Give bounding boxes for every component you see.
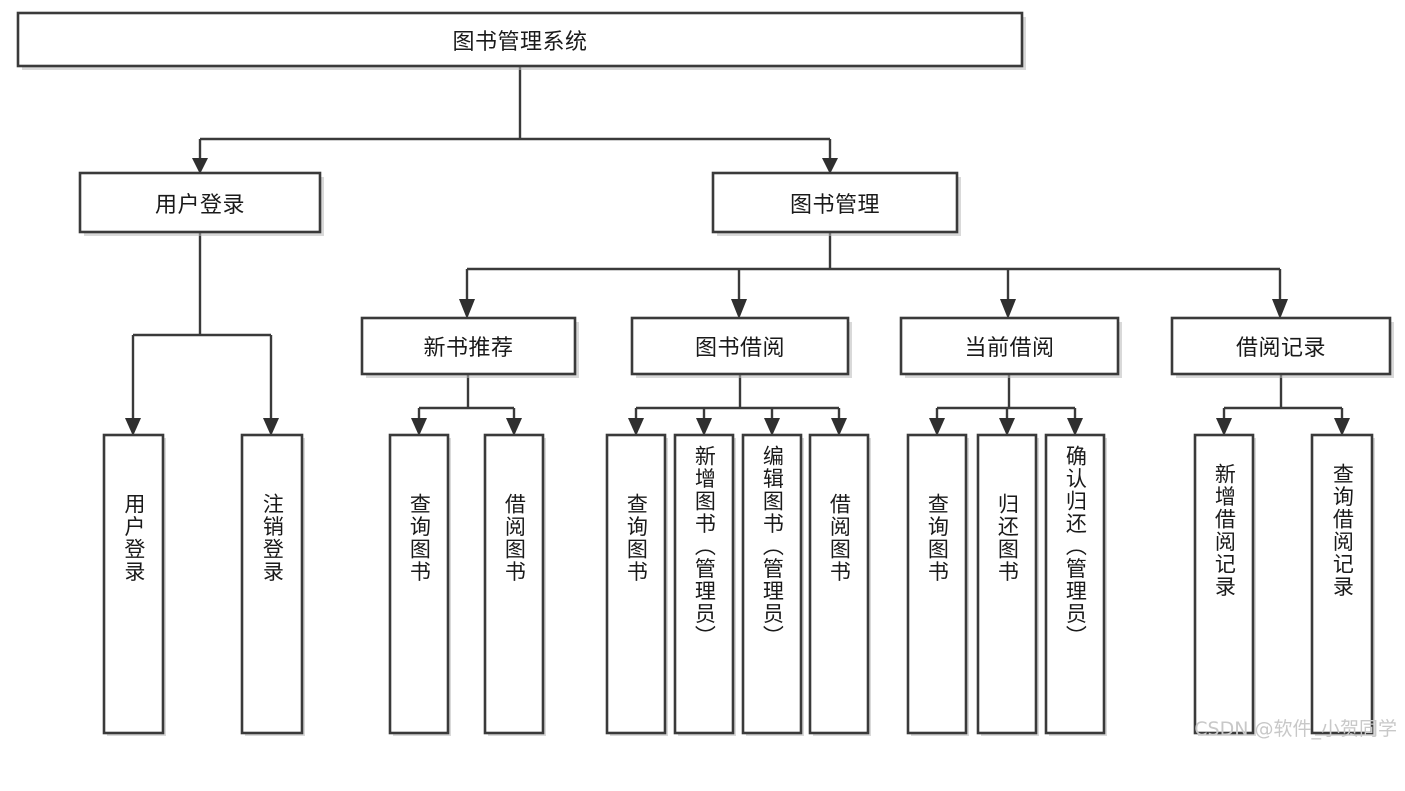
arrow-head-icon (822, 158, 838, 174)
arrow-head-icon (1067, 418, 1083, 436)
leaf-node[interactable] (240, 433, 304, 735)
arrow-head-icon (125, 418, 141, 436)
arrow-head-icon (263, 418, 279, 436)
arrow-head-icon (1334, 418, 1350, 436)
node-book-management[interactable] (711, 171, 959, 234)
arrow-head-icon (1000, 299, 1016, 319)
leaf-node[interactable] (673, 433, 735, 735)
leaf-node[interactable] (741, 433, 803, 735)
arrow-head-icon (192, 158, 208, 174)
watermark-text: CSDN @软件_小贺同学 (1194, 718, 1397, 740)
arrow-head-icon (929, 418, 945, 436)
diagram-canvas (16, 11, 1394, 736)
node-current-borrow[interactable] (899, 316, 1120, 376)
functional-structure-diagram: 图书管理系统 用户登录 图书管理 新书推荐 图书借阅 当前借阅 借阅记录 用户登… (16, 11, 1397, 740)
arrow-head-icon (831, 418, 847, 436)
arrow-head-icon (628, 418, 644, 436)
leaf-node[interactable] (808, 433, 870, 735)
node-layer (16, 11, 1394, 736)
node-book-borrow[interactable] (630, 316, 850, 376)
node-root[interactable] (16, 11, 1024, 68)
connector-layer (125, 66, 1350, 436)
leaf-node[interactable] (483, 433, 545, 735)
node-user-login[interactable] (78, 171, 322, 234)
leaf-node[interactable] (1310, 433, 1374, 735)
leaf-node[interactable] (906, 433, 968, 735)
leaf-node[interactable] (388, 433, 450, 735)
arrow-head-icon (999, 418, 1015, 436)
arrow-head-icon (411, 418, 427, 436)
arrow-head-icon (506, 418, 522, 436)
arrow-head-icon (696, 418, 712, 436)
arrow-head-icon (459, 299, 475, 319)
arrow-head-icon (764, 418, 780, 436)
leaf-node[interactable] (1044, 433, 1106, 735)
leaf-node[interactable] (102, 433, 165, 735)
arrow-head-icon (1216, 418, 1232, 436)
node-borrow-record[interactable] (1170, 316, 1392, 376)
node-new-book-recommend[interactable] (360, 316, 577, 376)
arrow-head-icon (1272, 299, 1288, 319)
arrow-head-icon (731, 299, 747, 319)
leaf-node[interactable] (605, 433, 667, 735)
leaf-node[interactable] (1193, 433, 1255, 735)
leaf-node[interactable] (976, 433, 1038, 735)
